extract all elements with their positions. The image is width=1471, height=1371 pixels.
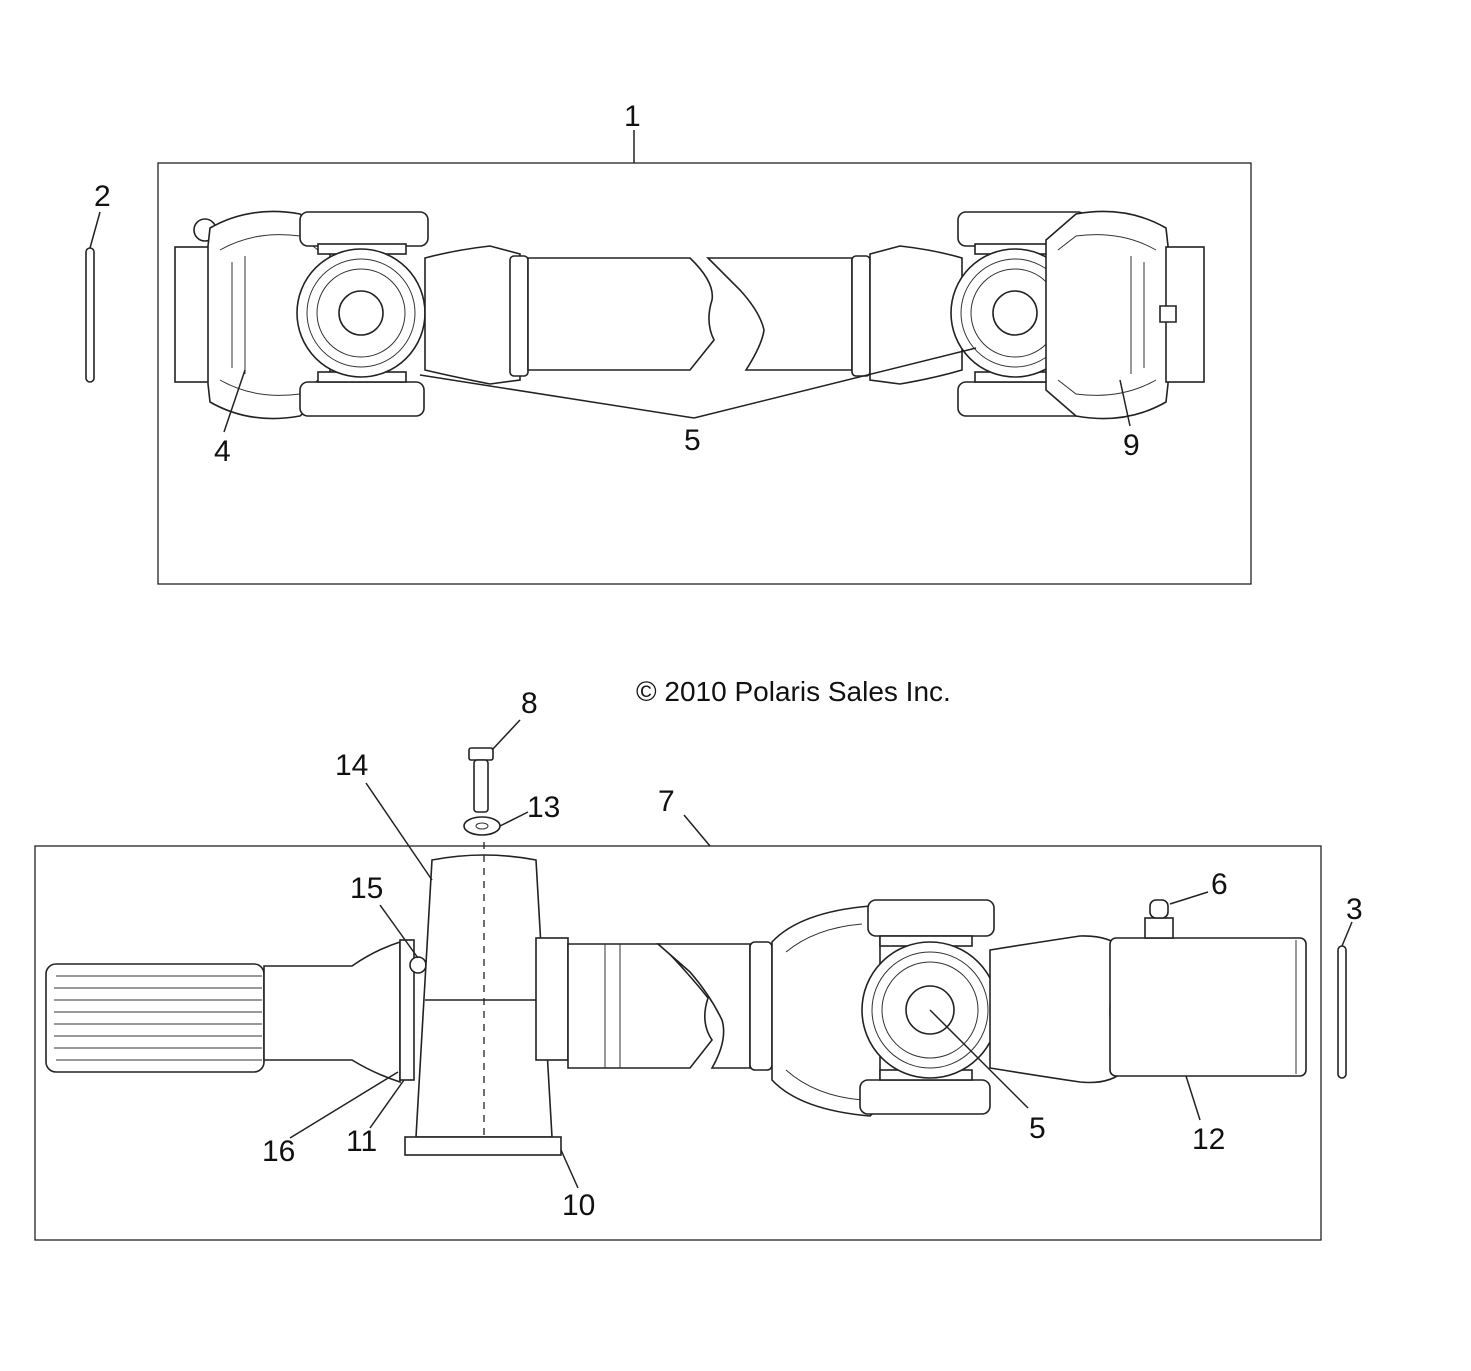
- callout-5-top: 5: [684, 424, 701, 457]
- leader-5a-left: [419, 374, 695, 419]
- rear-bearing-cap-bottom: [859, 1079, 991, 1115]
- washer-13: [463, 816, 501, 836]
- leader-13: [499, 811, 529, 827]
- left-bearing-cap-bottom: [299, 381, 425, 417]
- left-u-joint-center: [338, 290, 384, 336]
- mount-plate-10: [404, 1136, 562, 1156]
- leader-14: [365, 782, 433, 881]
- callout-4: 4: [214, 435, 231, 468]
- callout-5-bottom: 5: [1029, 1112, 1046, 1145]
- callout-12: 12: [1192, 1123, 1225, 1156]
- slip-yoke: [989, 935, 1127, 1084]
- leader-9: [1119, 379, 1131, 427]
- right-yoke-fitting: [1159, 305, 1177, 323]
- left-shaft-yoke: [424, 245, 521, 385]
- seal-16: [399, 939, 415, 1081]
- callout-15: 15: [350, 872, 383, 905]
- leader-11: [369, 1079, 405, 1129]
- bolt-8-head: [468, 747, 494, 761]
- front-tube-right: [706, 257, 853, 371]
- slip-yoke-tube-12: [1109, 937, 1307, 1077]
- callout-3: 3: [1346, 893, 1363, 926]
- leader-5b: [929, 1009, 1029, 1109]
- leader-2: [89, 211, 101, 249]
- leader-8: [491, 719, 521, 751]
- rear-bearing-cap-top: [867, 899, 995, 937]
- grease-fitting-6: [1149, 899, 1169, 919]
- leader-4: [223, 369, 246, 433]
- callout-14: 14: [335, 749, 368, 782]
- callout-10: 10: [562, 1189, 595, 1222]
- front-driveshaft-frame: [157, 162, 1252, 585]
- rear-driveshaft-assembly: [45, 842, 1307, 1156]
- leader-10: [560, 1149, 579, 1189]
- leader-12: [1185, 1075, 1201, 1121]
- leader-7: [683, 814, 711, 847]
- callout-11: 11: [346, 1125, 377, 1158]
- right-u-joint-center: [992, 290, 1038, 336]
- grease-fitting-15: [409, 956, 427, 974]
- callout-7: 7: [658, 785, 675, 818]
- callout-8: 8: [521, 687, 538, 720]
- callout-9: 9: [1123, 429, 1140, 462]
- callout-6: 6: [1211, 868, 1228, 901]
- callout-16: 16: [262, 1135, 295, 1168]
- snap-ring-3: [1337, 945, 1347, 1079]
- leader-16: [289, 1071, 399, 1139]
- leader-15: [379, 904, 419, 959]
- bolt-8-shank: [473, 759, 489, 813]
- splined-stub: [45, 963, 265, 1073]
- right-shaft-yoke: [869, 245, 963, 385]
- callout-2: 2: [94, 180, 111, 213]
- copyright-text: © 2010 Polaris Sales Inc.: [636, 676, 951, 707]
- right-yoke-body: [1045, 210, 1169, 420]
- snap-ring-2: [85, 247, 95, 383]
- callout-13: 13: [527, 791, 560, 824]
- grease-fitting-6-base: [1144, 917, 1174, 939]
- callout-1: 1: [624, 100, 641, 133]
- stub-shaft: [263, 940, 401, 1084]
- rear-driveshaft-frame: [34, 845, 1322, 1241]
- leader-5a-right: [693, 347, 977, 419]
- leader-3: [1341, 921, 1353, 947]
- front-driveshaft-assembly: [174, 210, 1205, 420]
- rear-tube-right: [655, 943, 751, 1069]
- left-bearing-cap-top: [299, 211, 429, 247]
- leader-6: [1169, 891, 1209, 905]
- front-tube-left: [527, 257, 715, 371]
